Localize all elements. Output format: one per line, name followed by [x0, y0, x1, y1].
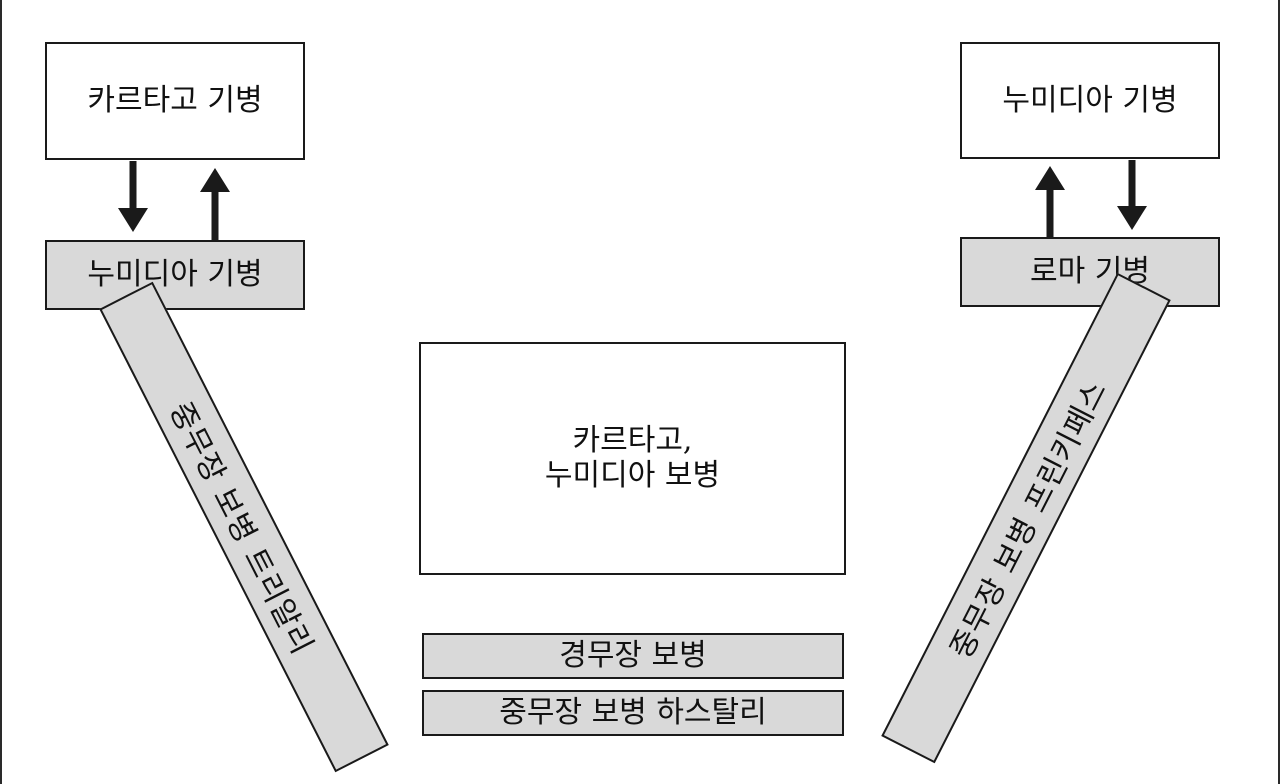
carthage-cavalry-box: 카르타고 기병: [45, 42, 305, 160]
arrow-up-right: [1035, 166, 1065, 237]
carthage-cavalry-label: 카르타고 기병: [87, 83, 263, 118]
numidian-cavalry-left-box: 누미디아 기병: [45, 240, 305, 310]
numidian-cavalry-right-box: 누미디아 기병: [960, 42, 1220, 159]
hastati-bar: 중무장 보병 하스탈리: [422, 690, 844, 736]
light-infantry-label: 경무장 보병: [559, 638, 707, 673]
hastati-label: 중무장 보병 하스탈리: [499, 695, 767, 730]
infantry-center-box: 카르타고, 누미디아 보병: [419, 342, 846, 575]
roman-cavalry-box: 로마 기병: [960, 237, 1220, 307]
numidian-cavalry-right-label: 누미디아 기병: [1002, 82, 1178, 118]
arrow-up-left: [200, 168, 230, 240]
infantry-center-label: 카르타고, 누미디아 보병: [544, 423, 721, 493]
numidian-cavalry-left-label: 누미디아 기병: [87, 257, 263, 292]
arrow-down-left: [118, 161, 148, 232]
light-infantry-bar: 경무장 보병: [422, 633, 844, 679]
left-frame-line: [0, 0, 2, 784]
right-frame-line: [1278, 0, 1280, 784]
arrow-down-right: [1117, 160, 1147, 230]
